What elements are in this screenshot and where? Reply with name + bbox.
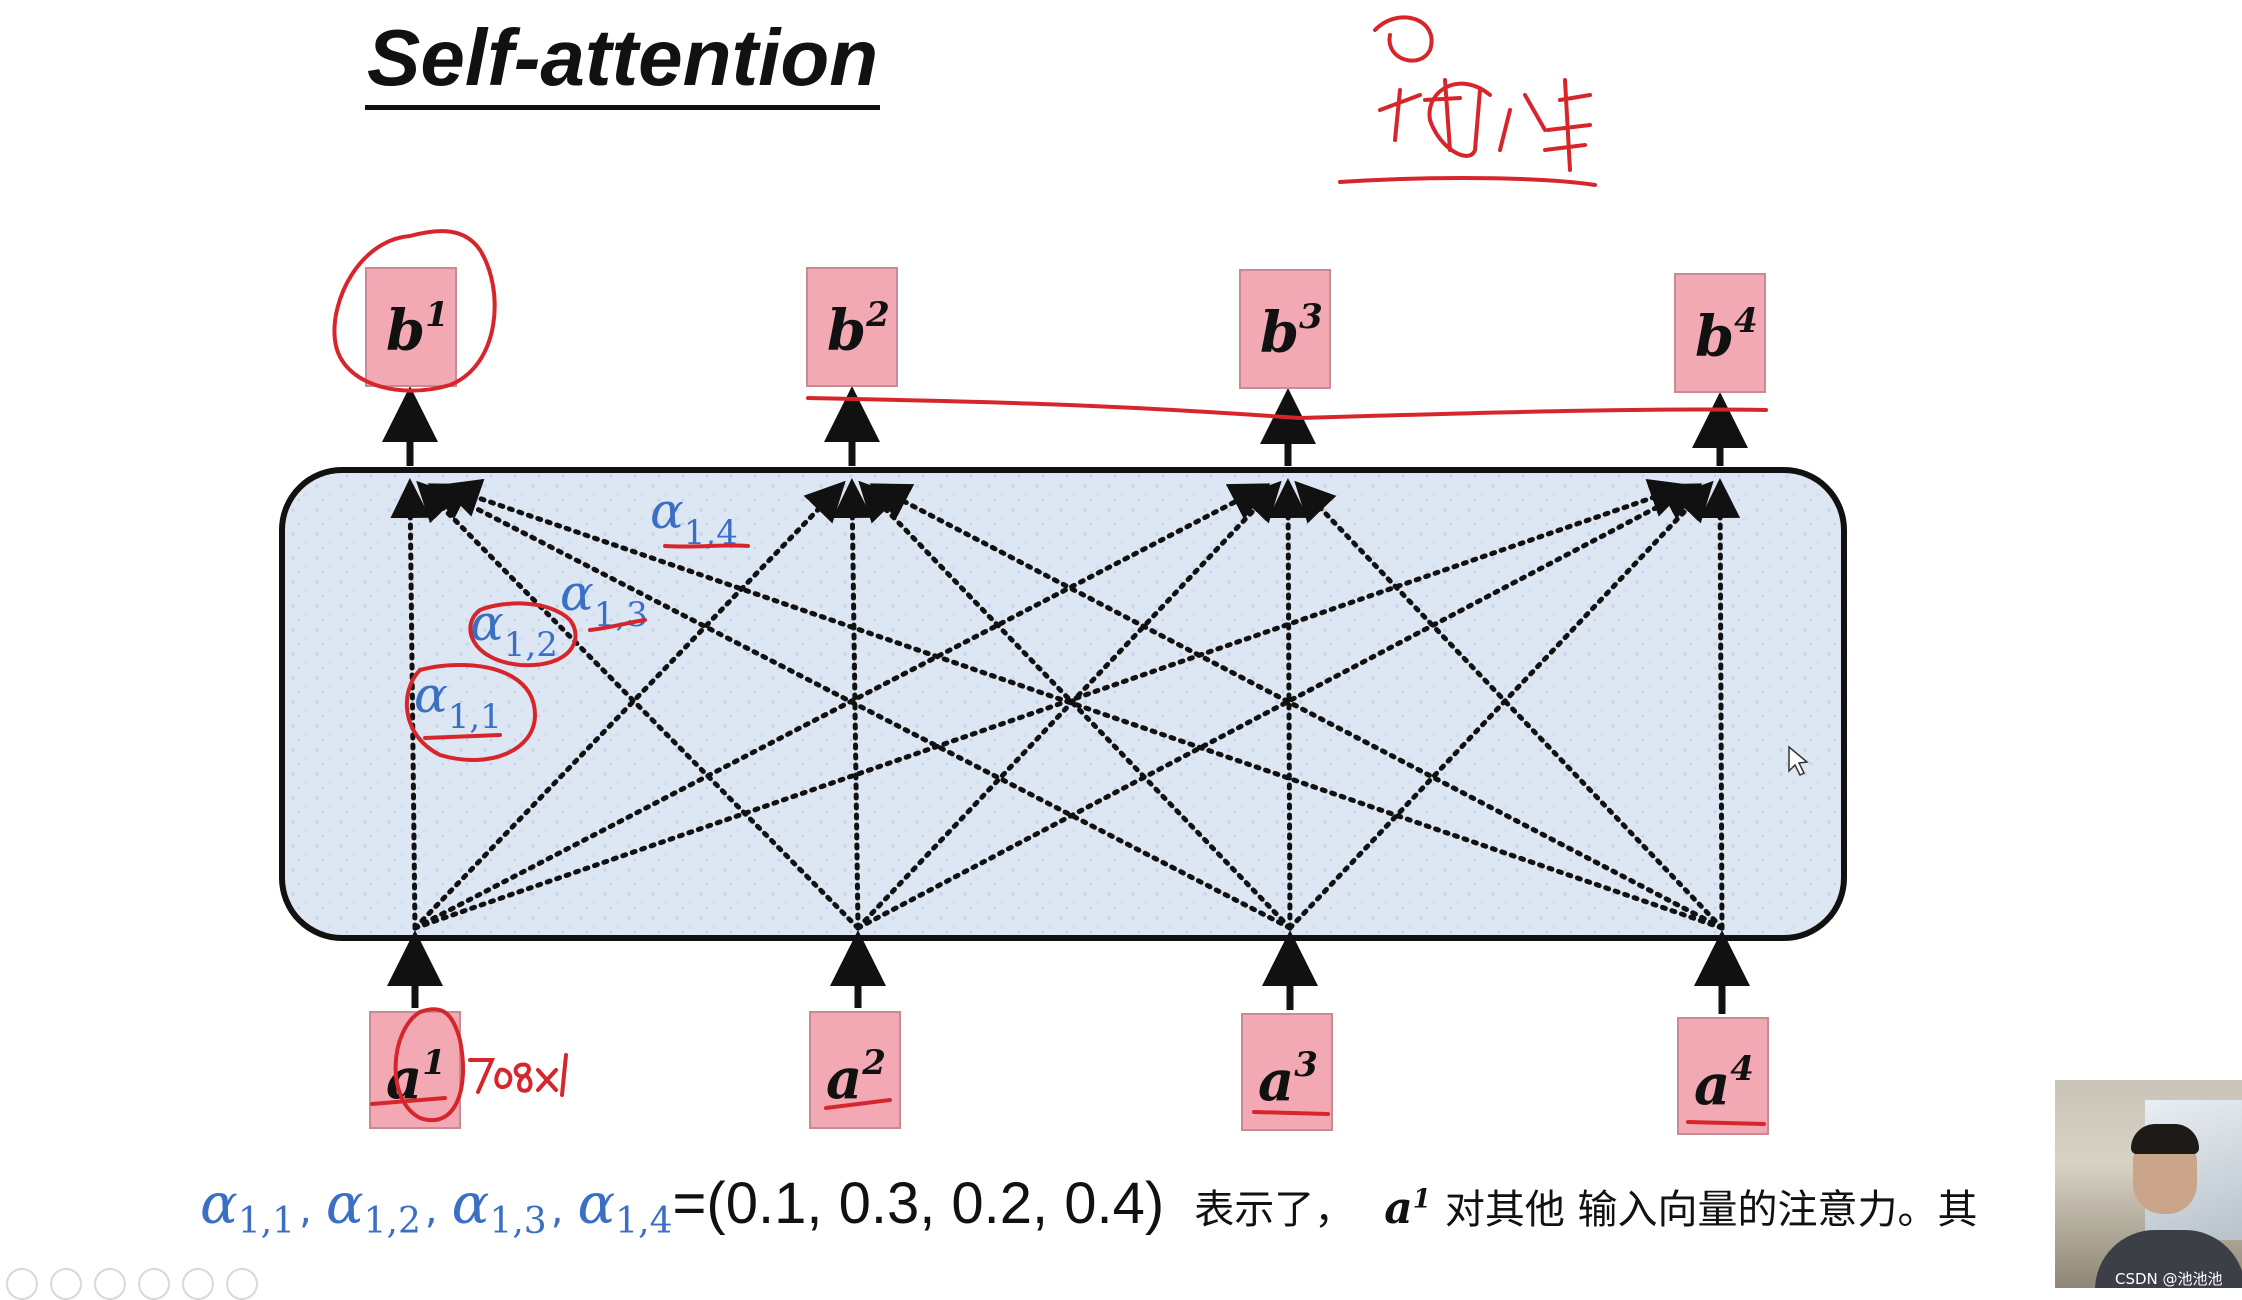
caption-line: α1,1 , α1,2 , α1,3 , α1,4 =(0.1, 0.3, 0.… bbox=[200, 1170, 1978, 1250]
more-icon[interactable] bbox=[226, 1268, 258, 1300]
underline-alpha-1-4 bbox=[663, 543, 750, 549]
output-box bbox=[365, 267, 457, 387]
scribble-signature bbox=[1338, 15, 1597, 187]
attention-arrow bbox=[1294, 480, 1725, 931]
attention-arrow bbox=[869, 483, 1725, 931]
pen-icon[interactable] bbox=[94, 1268, 126, 1300]
caption-values: =(0.1, 0.3, 0.2, 0.4) bbox=[672, 1171, 1165, 1236]
underline-a3 bbox=[1252, 1110, 1330, 1116]
circle-b1 bbox=[332, 229, 497, 393]
caption-text-after: 对其他 输入向量的注意力。其 bbox=[1444, 1187, 1978, 1233]
underline-b-row bbox=[806, 396, 1768, 421]
caption-separator: , bbox=[299, 1187, 312, 1233]
underline-alpha-1-3 bbox=[588, 618, 647, 632]
attention-arrow bbox=[416, 480, 861, 931]
output-b4: b4 bbox=[1674, 273, 1766, 393]
attention-arrow bbox=[1268, 478, 1309, 931]
svg-text:a2: a2 bbox=[826, 1043, 886, 1112]
underline-a4 bbox=[1686, 1120, 1766, 1126]
attention-arrow bbox=[855, 483, 1703, 931]
svg-text:a3: a3 bbox=[1258, 1045, 1318, 1114]
output-b1: b1 bbox=[365, 267, 457, 387]
underline-a2 bbox=[824, 1098, 892, 1110]
caption-separator: , bbox=[424, 1187, 438, 1233]
slide-toolbar bbox=[6, 1268, 258, 1300]
input-a1: a1 bbox=[369, 1011, 461, 1129]
attention-layer-panel bbox=[279, 467, 1847, 941]
output-b2: b2 bbox=[806, 267, 898, 387]
input-box bbox=[1677, 1017, 1769, 1135]
attention-arrow bbox=[390, 478, 431, 931]
attention-arrow bbox=[412, 483, 1271, 931]
circle-alpha-1-1 bbox=[405, 662, 538, 762]
svg-text:b2: b2 bbox=[827, 295, 890, 364]
output-box bbox=[1674, 273, 1766, 393]
caption-alpha-1-1: α1,1 bbox=[200, 1172, 296, 1242]
svg-text:b4: b4 bbox=[1695, 301, 1758, 370]
attention-arrow bbox=[440, 478, 1725, 931]
circle-alpha-1-2 bbox=[468, 601, 578, 668]
alpha-1-1-label: α1,1 bbox=[414, 666, 502, 737]
webcam-person-hair bbox=[2131, 1124, 2199, 1154]
input-box bbox=[369, 1011, 461, 1129]
input-a2: a2 bbox=[809, 1011, 901, 1129]
webcam-overlay: CSDN @池池池 bbox=[2055, 1080, 2242, 1288]
mark-768x1 bbox=[468, 1053, 568, 1097]
output-b3: b3 bbox=[1239, 269, 1331, 389]
svg-text:a4: a4 bbox=[1694, 1049, 1754, 1118]
attention-arrow bbox=[858, 480, 1293, 931]
prev-slide-icon[interactable] bbox=[6, 1268, 38, 1300]
attention-arrow bbox=[412, 478, 1690, 931]
alpha-1-3-label: α1,3 bbox=[560, 564, 648, 635]
attention-connections bbox=[390, 478, 1741, 931]
attention-arrow bbox=[427, 483, 1293, 931]
underline-a1 bbox=[370, 1096, 447, 1106]
attention-arrow bbox=[855, 480, 1282, 931]
next-slide-icon[interactable] bbox=[50, 1268, 82, 1300]
caption-vector: a1 bbox=[1384, 1183, 1431, 1234]
io-arrows bbox=[382, 386, 1750, 1014]
slide-title: Self-attention bbox=[365, 10, 881, 110]
attention-arrow bbox=[832, 478, 873, 931]
grid-icon[interactable] bbox=[138, 1268, 170, 1300]
circle-a1 bbox=[393, 1007, 465, 1122]
output-box bbox=[806, 267, 898, 387]
zoom-icon[interactable] bbox=[182, 1268, 214, 1300]
red-annotations bbox=[332, 15, 1768, 1126]
caption-text-before: 表示了， bbox=[1194, 1187, 1355, 1233]
svg-text:b3: b3 bbox=[1260, 297, 1323, 366]
caption-alpha-1-2: α1,2 bbox=[325, 1172, 421, 1242]
attention-arrow bbox=[412, 480, 846, 931]
output-box bbox=[1239, 269, 1331, 389]
input-a4: a4 bbox=[1677, 1017, 1769, 1135]
caption-alpha-1-4: α1,4 bbox=[577, 1172, 673, 1242]
caption-separator: , bbox=[550, 1187, 564, 1233]
underline-alpha-1-1 bbox=[423, 733, 502, 740]
mouse-pointer-icon bbox=[1788, 745, 1809, 777]
dimension-note: 768x1 bbox=[470, 1089, 474, 1091]
webcam-caption: CSDN @池池池 bbox=[2115, 1270, 2223, 1288]
svg-text:b1: b1 bbox=[386, 295, 449, 364]
caption-alpha-1-3: α1,3 bbox=[451, 1172, 547, 1242]
attention-arrow bbox=[1287, 480, 1714, 931]
attention-arrow bbox=[1700, 478, 1741, 931]
